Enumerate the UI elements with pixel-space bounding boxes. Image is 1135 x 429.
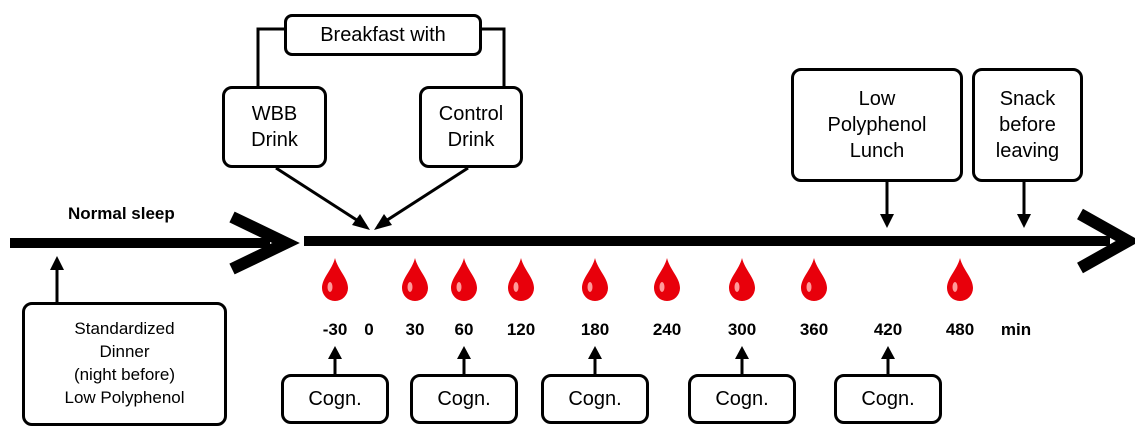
lunch-label: Low Polyphenol Lunch <box>827 88 927 162</box>
snack-box: Snack before leaving <box>972 68 1083 182</box>
wbb-drink-label: WBB Drink <box>251 103 298 151</box>
blood-drop-icon <box>654 258 680 301</box>
snack-arrow-head <box>1017 214 1031 228</box>
time-tick-label: 180 <box>580 320 610 339</box>
blood-drop-icon <box>947 258 973 301</box>
time-tick-label: 480 <box>945 320 975 339</box>
blood-drop-highlight <box>327 282 333 292</box>
wbb-arrow-head <box>352 214 370 230</box>
sleep-arrow-head <box>229 211 300 275</box>
time-tick-label: 420 <box>873 320 903 339</box>
lunch-box: Low Polyphenol Lunch <box>791 68 963 182</box>
blood-drop-highlight <box>659 282 665 292</box>
bracket-left-connector <box>256 27 284 86</box>
wbb-drink-box: WBB Drink <box>222 86 327 168</box>
blood-drop-highlight <box>806 282 812 292</box>
blood-drop-highlight <box>952 282 958 292</box>
cognition-test-label: Cogn. <box>308 387 362 410</box>
control-drink-label: Control Drink <box>438 103 504 151</box>
time-tick-label: 0 <box>364 320 374 339</box>
cognition-test-box: Cogn. <box>541 374 649 424</box>
time-tick-label: 360 <box>799 320 829 339</box>
cognition-arrow-head <box>588 346 602 359</box>
dinner-arrow-head <box>50 256 64 270</box>
lunch-arrow-head <box>880 214 894 228</box>
time-unit-label: min <box>1000 320 1032 339</box>
snack-label: Snack before leaving <box>995 88 1060 162</box>
blood-drop-highlight <box>587 282 593 292</box>
blood-drop-icon <box>451 258 477 301</box>
control-drink-box: Control Drink <box>419 86 523 168</box>
blood-drop-icon <box>729 258 755 301</box>
dinner-label: Standardized Dinner (night before) Low P… <box>64 319 185 407</box>
time-tick-label: 30 <box>405 320 425 339</box>
cognition-arrow-head <box>735 346 749 359</box>
cognition-arrow-head <box>457 346 471 359</box>
study-day-arrow-head <box>1077 208 1135 274</box>
blood-drop-highlight <box>513 282 519 292</box>
cognition-arrow-head <box>881 346 895 359</box>
breakfast-header-box: Breakfast with <box>284 14 482 56</box>
cognition-test-box: Cogn. <box>688 374 796 424</box>
bracket-right-connector <box>481 27 506 86</box>
time-tick-label: 60 <box>454 320 474 339</box>
cognition-test-label: Cogn. <box>715 387 769 410</box>
blood-drop-icon <box>322 258 348 301</box>
blood-drop-icon <box>508 258 534 301</box>
cognition-test-label: Cogn. <box>861 387 915 410</box>
breakfast-header-label: Breakfast with <box>320 23 446 46</box>
wbb-arrow-line <box>275 166 367 228</box>
blood-drop-highlight <box>456 282 462 292</box>
cognition-test-label: Cogn. <box>568 387 622 410</box>
cognition-arrow-head <box>328 346 342 359</box>
blood-drop-icon <box>402 258 428 302</box>
blood-drop-highlight <box>407 282 413 292</box>
time-tick-label: 120 <box>506 320 536 339</box>
cognition-test-label: Cogn. <box>437 387 491 410</box>
cognition-test-box: Cogn. <box>281 374 389 424</box>
cognition-test-box: Cogn. <box>834 374 942 424</box>
control-arrow-head <box>374 214 392 230</box>
time-tick-label: 300 <box>727 320 757 339</box>
control-arrow-line <box>377 166 469 228</box>
time-tick-label: -30 <box>322 320 348 339</box>
blood-drop-icon <box>582 258 608 301</box>
time-tick-label: 240 <box>652 320 682 339</box>
cognition-test-box: Cogn. <box>410 374 518 424</box>
blood-drop-icon <box>801 258 827 301</box>
sleep-label: Normal sleep <box>68 204 175 223</box>
blood-drop-highlight <box>734 282 740 292</box>
dinner-box: Standardized Dinner (night before) Low P… <box>22 302 227 426</box>
